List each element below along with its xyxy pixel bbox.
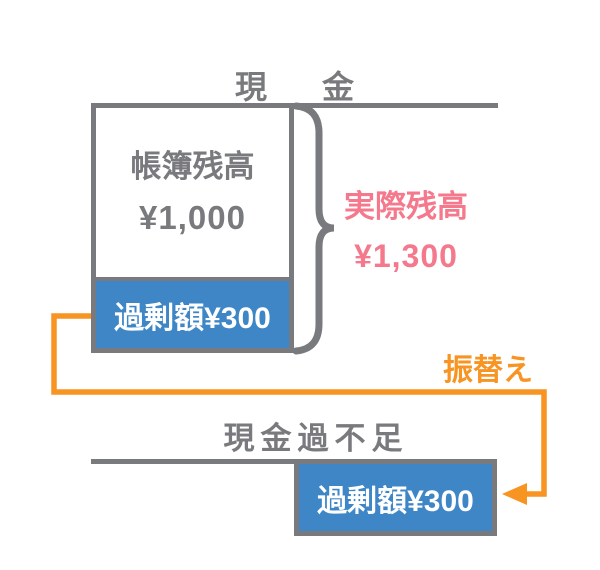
cash-account-top-line	[91, 103, 498, 108]
actual-balance-brace-icon	[292, 102, 335, 355]
book-balance-area: 帳簿残高 ¥1,000	[96, 108, 289, 277]
cash-excess-label: 過剰額¥300	[114, 301, 271, 335]
cash-account-title-char-right: 金	[322, 69, 355, 105]
actual-balance-annotation: 実際残高 ¥1,300	[331, 189, 481, 274]
cash-account-title: 現 金	[91, 68, 498, 105]
cash-account-title-char-left: 現	[234, 69, 267, 105]
overage-account-top-line	[91, 459, 298, 464]
book-balance-amount: ¥1,000	[139, 199, 246, 236]
cash-excess-box: 過剰額¥300	[96, 277, 289, 348]
transfer-arrow-head-icon	[502, 483, 527, 505]
overage-account-title: 現金過不足	[223, 421, 409, 456]
book-balance-label: 帳簿残高	[130, 149, 255, 184]
overage-excess-box: 過剰額¥300	[294, 459, 497, 536]
actual-balance-label: 実際残高	[344, 189, 468, 224]
overage-excess-label: 過剰額¥300	[317, 484, 474, 518]
transfer-label: 振替え	[443, 354, 533, 387]
actual-balance-amount: ¥1,300	[354, 238, 458, 274]
book-balance-box: 帳簿残高 ¥1,000 過剰額¥300	[91, 103, 294, 353]
